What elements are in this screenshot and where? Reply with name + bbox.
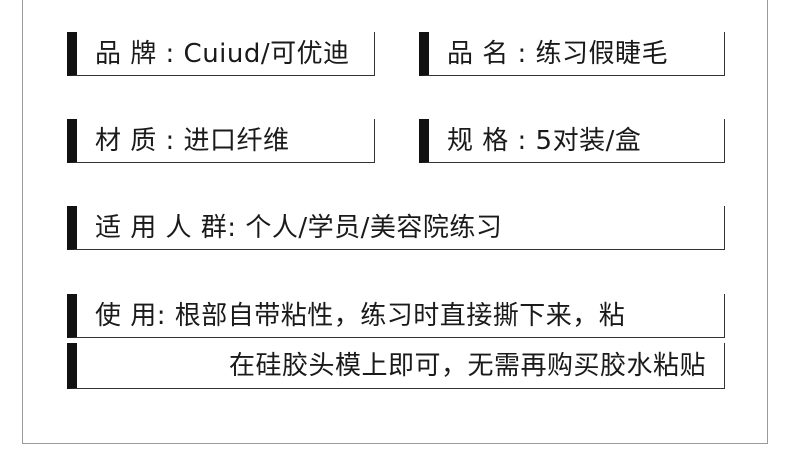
usage-field-line1: 使 用: 根部自带粘性，练习时直接撕下来，粘 <box>67 294 725 338</box>
product-name-text: 品 名 : 练习假睫毛 <box>447 38 669 69</box>
usage-text-line2: 在硅胶头模上即可，无需再购买胶水粘贴 <box>228 350 706 381</box>
material-field: 材 质 : 进口纤维 <box>67 119 375 163</box>
audience-text: 适 用 人 群: 个人/学员/美容院练习 <box>95 212 503 243</box>
spec-field: 规 格 : 5对装/盒 <box>419 119 725 163</box>
usage-field-line2: 在硅胶头模上即可，无需再购买胶水粘贴 <box>67 343 725 389</box>
outer-frame <box>22 0 768 444</box>
brand-field: 品 牌 : Cuiud/可优迪 <box>67 32 375 76</box>
audience-field: 适 用 人 群: 个人/学员/美容院练习 <box>67 206 725 250</box>
usage-text-line1: 使 用: 根部自带粘性，练习时直接撕下来，粘 <box>95 300 626 331</box>
brand-text: 品 牌 : Cuiud/可优迪 <box>95 38 350 69</box>
spec-text: 规 格 : 5对装/盒 <box>447 125 642 156</box>
product-name-field: 品 名 : 练习假睫毛 <box>419 32 725 76</box>
material-text: 材 质 : 进口纤维 <box>95 125 290 156</box>
